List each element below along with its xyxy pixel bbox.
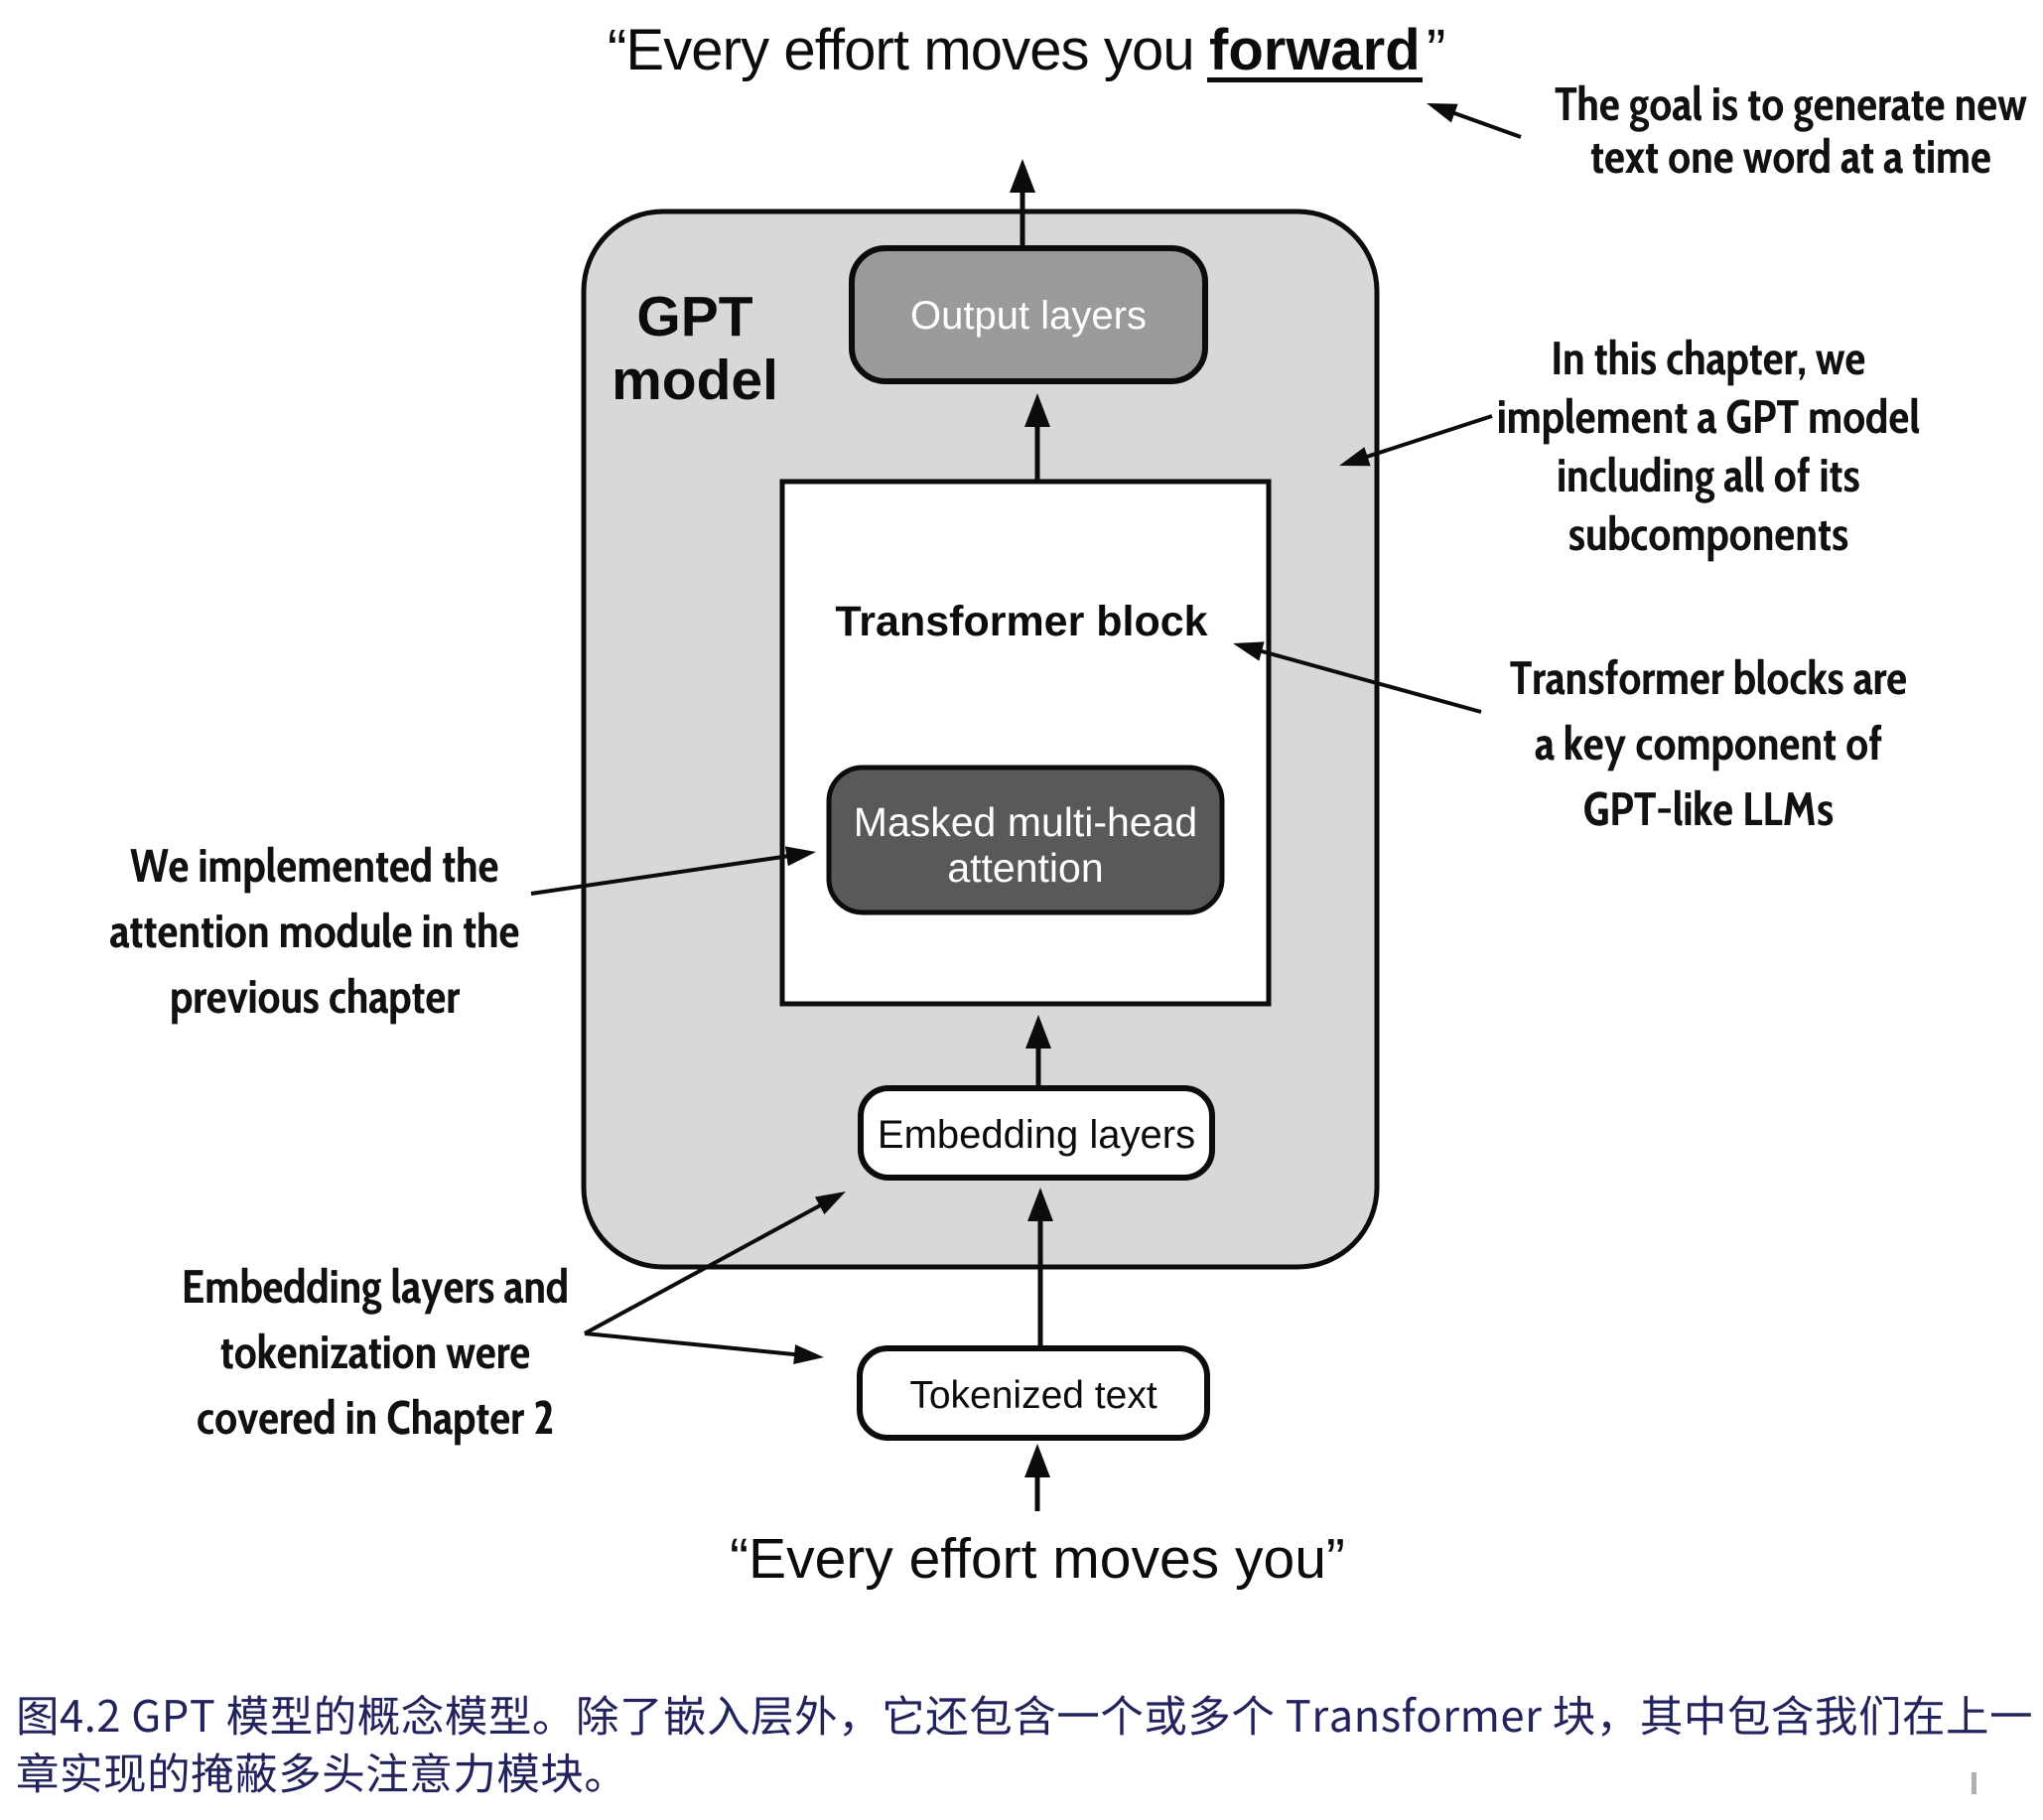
svg-text:Tokenized text: Tokenized text [909, 1374, 1157, 1417]
svg-text:“Every effort moves you: “Every effort moves you [608, 18, 1194, 82]
svg-text:forward: forward [1209, 18, 1421, 82]
svg-text:Transformer block: Transformer block [835, 598, 1207, 645]
svg-text:GPT: GPT [636, 285, 752, 349]
svg-text:Embedding layers: Embedding layers [878, 1113, 1195, 1157]
svg-text:Output layers: Output layers [910, 294, 1147, 338]
svg-text:model: model [612, 349, 778, 412]
svg-text:attention: attention [947, 845, 1103, 891]
svg-text:“Every effort moves you”: “Every effort moves you” [730, 1527, 1345, 1591]
svg-text:Masked multi-head: Masked multi-head [854, 799, 1197, 845]
svg-text:”: ” [1427, 18, 1445, 82]
